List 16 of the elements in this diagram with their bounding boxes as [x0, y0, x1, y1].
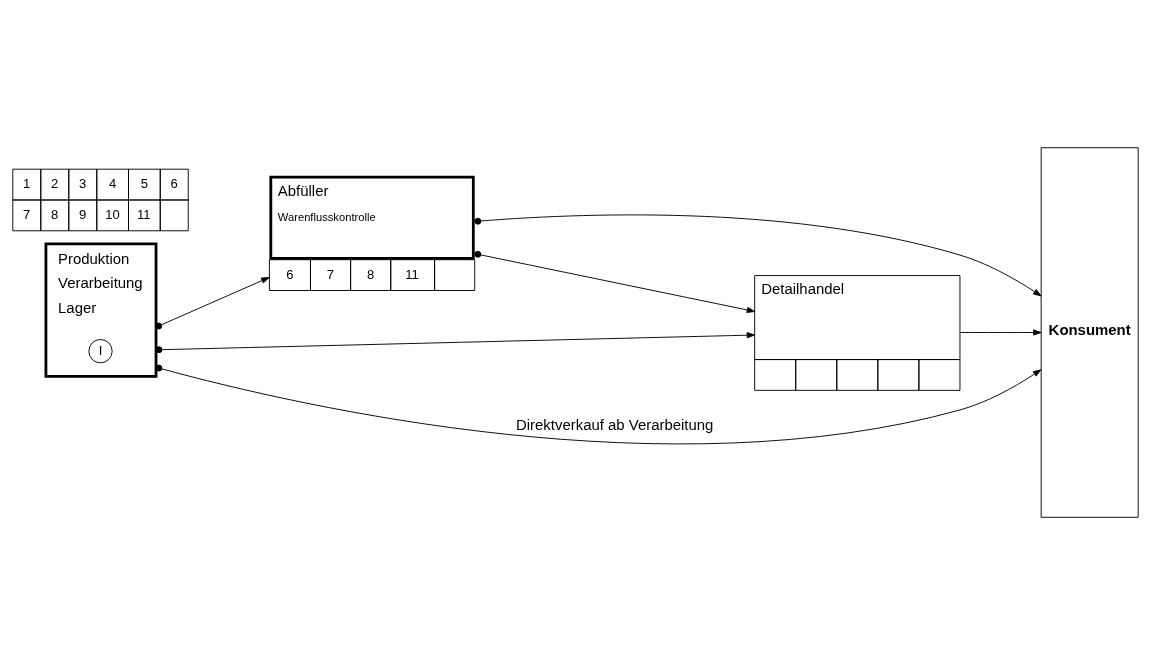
node-label: 11 — [136, 206, 151, 222]
node-label: 10 — [105, 206, 120, 222]
node-label: 4 — [108, 176, 117, 192]
node-label: 6 — [170, 176, 178, 192]
node-label: 11 — [405, 266, 419, 282]
node-label: 8 — [366, 266, 375, 282]
node-label: 3 — [79, 176, 87, 192]
node-label: 2 — [51, 176, 59, 192]
node-label: 7 — [23, 206, 31, 222]
node-label: 9 — [79, 206, 87, 222]
edge-label: Direktverkauf ab Verarbeitung — [515, 416, 714, 434]
node-label: 6 — [286, 266, 294, 282]
node-label: 8 — [51, 206, 59, 222]
node-label: 7 — [326, 266, 335, 282]
node-label: 1 — [23, 176, 31, 192]
node-label: 5 — [140, 176, 148, 192]
